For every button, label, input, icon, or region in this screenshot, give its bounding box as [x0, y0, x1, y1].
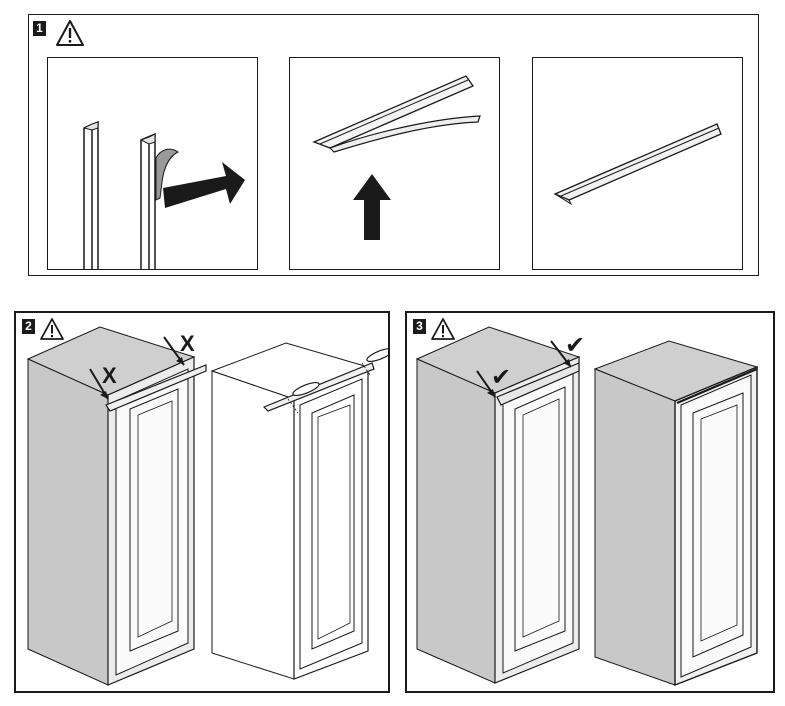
- strip-ready-illustration: [532, 57, 743, 270]
- step-3-drawing: ✔ ✔: [415, 326, 759, 687]
- cabinet-finished: [593, 340, 759, 687]
- step-3-panel: 3 ✔ ✔: [405, 311, 775, 693]
- peel-backing-drawing: [82, 120, 245, 269]
- warning-icon: [56, 20, 84, 46]
- strip-ready-drawing: [553, 123, 722, 206]
- separate-strips-drawing: [312, 75, 481, 240]
- cabinet-incorrect: [26, 326, 207, 686]
- step-number-badge: 2: [22, 319, 35, 334]
- incorrect-mark: X: [102, 363, 117, 388]
- peel-backing-illustration: [47, 57, 258, 270]
- incorrect-mark: X: [180, 331, 195, 356]
- step-1-panel: 1: [28, 14, 759, 276]
- correct-mark: ✔: [565, 331, 585, 359]
- warning-icon: [40, 318, 64, 340]
- warning-icon: [431, 318, 455, 340]
- step-number-badge: 1: [33, 21, 46, 36]
- cabinet-correct: [415, 326, 581, 684]
- step-number-badge: 3: [413, 319, 426, 334]
- separate-strips-illustration: [289, 57, 500, 270]
- step-2-drawing: X X: [26, 326, 388, 686]
- correct-mark: ✔: [491, 363, 511, 391]
- step-2-panel: 2 X X: [14, 311, 390, 693]
- cabinet-strip-applied: [210, 342, 388, 680]
